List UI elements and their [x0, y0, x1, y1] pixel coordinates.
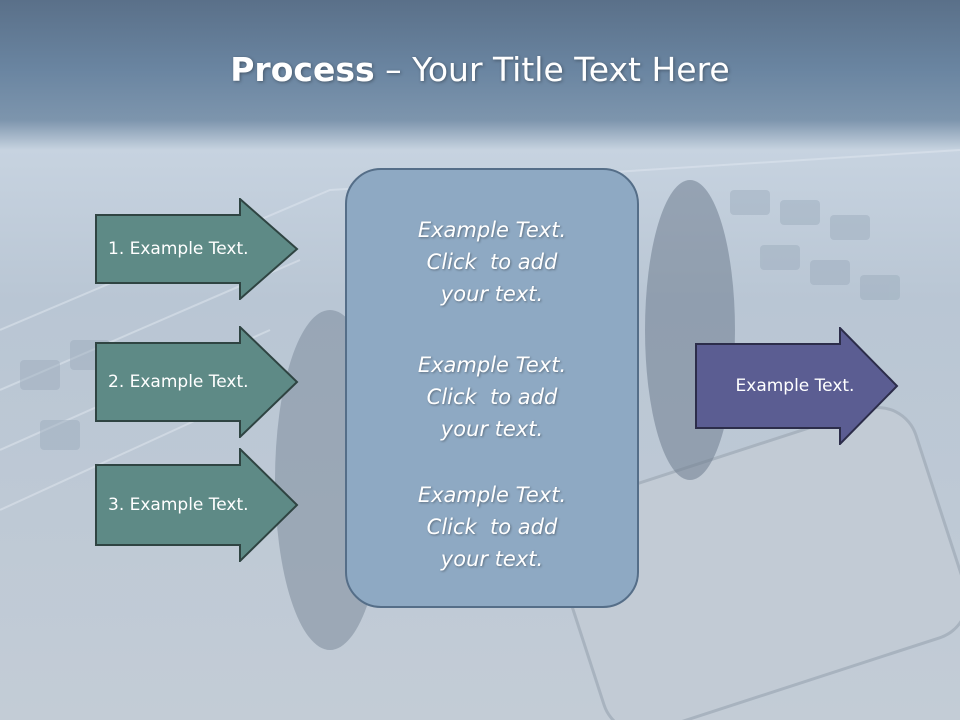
arrow-shape [95, 326, 299, 438]
center-item-line3: your text. [440, 282, 544, 306]
title-dash: – [374, 50, 413, 89]
arrow-shape [95, 198, 299, 300]
center-item-line2: Click to add [426, 515, 558, 539]
center-item-line2: Click to add [426, 385, 558, 409]
center-item-line1: Example Text. [417, 353, 567, 377]
arrow-label: 3. Example Text. [108, 495, 249, 515]
title-bold: Process [230, 50, 375, 89]
title-text: Your Title Text Here [412, 50, 730, 89]
center-item-line2: Click to add [426, 250, 558, 274]
center-item-1: Example Text. Click to add your text. [347, 214, 637, 310]
arrow-shape [695, 327, 899, 445]
slide-title: Process – Your Title Text Here [0, 50, 960, 89]
center-content-box[interactable]: Example Text. Click to add your text. Ex… [345, 168, 639, 608]
arrow-label: Example Text. [735, 376, 855, 396]
center-item-3: Example Text. Click to add your text. [347, 479, 637, 575]
left-arrow-3[interactable]: 3. Example Text. [95, 448, 299, 562]
right-arrow[interactable]: Example Text. [695, 327, 899, 445]
center-item-line1: Example Text. [417, 483, 567, 507]
arrow-label: 1. Example Text. [108, 239, 249, 259]
arrow-label: 2. Example Text. [108, 372, 249, 392]
left-arrow-1[interactable]: 1. Example Text. [95, 198, 299, 300]
center-item-line3: your text. [440, 417, 544, 441]
center-item-2: Example Text. Click to add your text. [347, 349, 637, 445]
center-item-line3: your text. [440, 547, 544, 571]
center-item-line1: Example Text. [417, 218, 567, 242]
arrow-shape [95, 448, 299, 562]
left-arrow-2[interactable]: 2. Example Text. [95, 326, 299, 438]
